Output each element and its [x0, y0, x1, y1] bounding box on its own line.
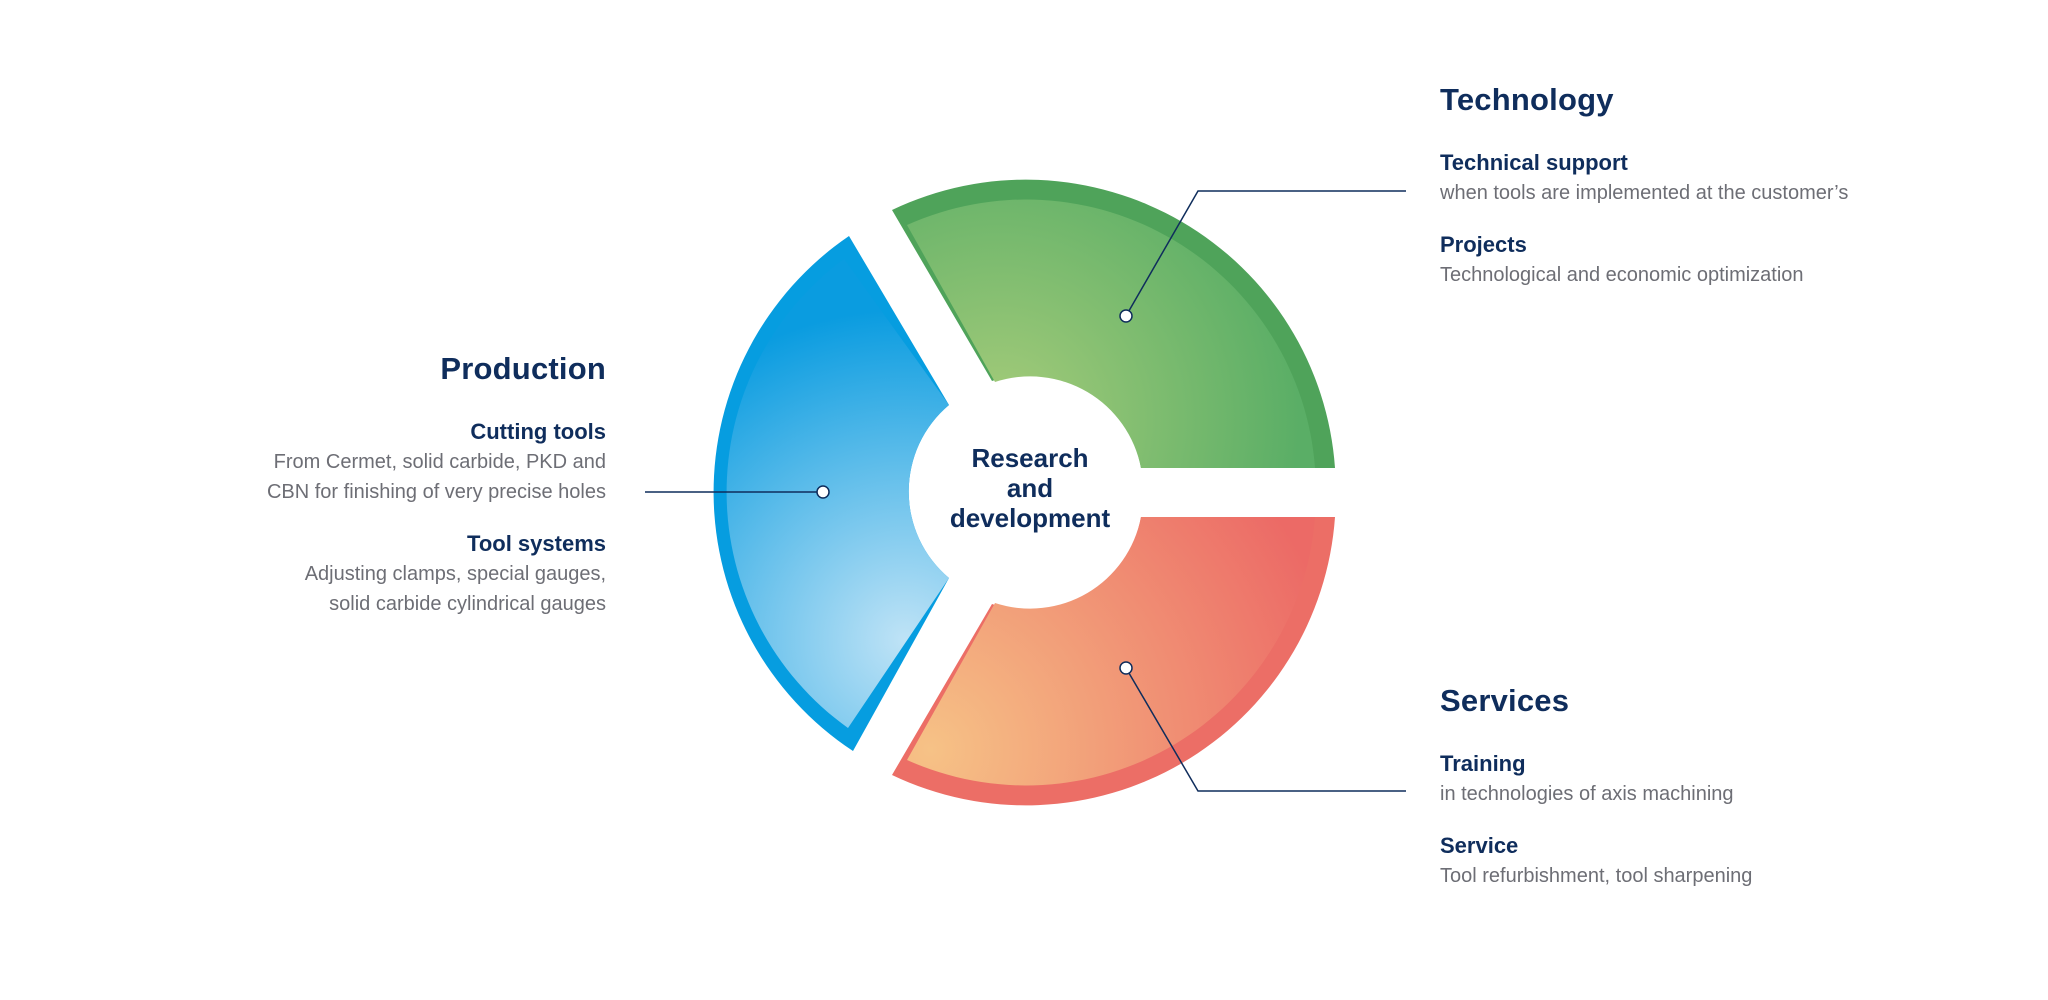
item-desc: when tools are implemented at the custom…	[1440, 182, 1849, 204]
center-label-line-1: Research	[971, 443, 1089, 473]
services-item-training: Training in technologies of axis machini…	[1440, 749, 1752, 809]
segment-production	[713, 236, 949, 751]
item-title: Service	[1440, 833, 1519, 858]
center-label-line-2: and	[1006, 473, 1054, 503]
technology-block: Technology Technical support when tools …	[1440, 82, 1848, 290]
marker-technology	[1119, 309, 1133, 323]
services-title: Services	[1440, 683, 1570, 718]
connector-technology	[1125, 190, 1406, 317]
item-desc-line-2: CBN for finishing of very precise holes	[266, 481, 606, 503]
services-item-service: Service Tool refurbishment, tool sharpen…	[1440, 831, 1752, 891]
production-item-tool-systems: Tool systems Adjusting clamps, special g…	[146, 529, 606, 619]
item-desc: Technological and economic optimization	[1440, 264, 1804, 286]
item-desc-line-1: Adjusting clamps, special gauges,	[304, 563, 606, 585]
production-title: Production	[440, 351, 606, 386]
center-label: Research and development	[930, 443, 1130, 533]
item-title: Training	[1440, 751, 1526, 776]
production-item-cutting-tools: Cutting tools From Cermet, solid carbide…	[146, 417, 606, 507]
connector-services	[1125, 667, 1406, 792]
item-desc-line-1: From Cermet, solid carbide, PKD and	[273, 451, 606, 473]
item-desc: Tool refurbishment, tool sharpening	[1440, 865, 1753, 887]
production-block: Production Cutting tools From Cermet, so…	[146, 351, 606, 619]
item-title: Technical support	[1440, 150, 1628, 175]
services-block: Services Training in technologies of axi…	[1440, 683, 1752, 891]
item-title: Tool systems	[467, 531, 606, 556]
item-desc-line-2: solid carbide cylindrical gauges	[329, 593, 606, 615]
segment-services	[892, 517, 1335, 806]
technology-title: Technology	[1440, 82, 1614, 117]
item-desc: in technologies of axis machining	[1440, 783, 1734, 805]
marker-services	[1119, 661, 1133, 675]
technology-item-technical-support: Technical support when tools are impleme…	[1440, 148, 1848, 208]
marker-production	[816, 485, 830, 499]
segment-technology	[892, 179, 1335, 469]
item-title: Projects	[1440, 232, 1527, 257]
center-label-line-3: development	[949, 503, 1111, 533]
item-title: Cutting tools	[470, 419, 606, 444]
technology-item-projects: Projects Technological and economic opti…	[1440, 230, 1848, 290]
